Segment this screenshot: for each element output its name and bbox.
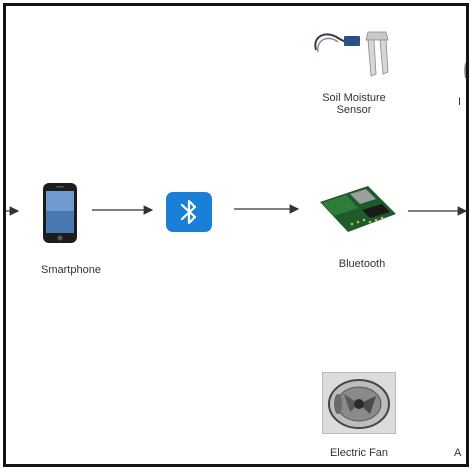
soil-sensor-label: Soil Moisture Sensor (304, 92, 404, 116)
soil-moisture-sensor-icon (314, 31, 389, 77)
soil-sensor-label-line2: Sensor (336, 104, 372, 116)
soil-sensor-label-line1: Soil Moisture (322, 92, 386, 104)
cutoff-bottom-label: A (454, 447, 462, 459)
bluetooth-module-icon (320, 186, 396, 232)
bluetooth-icon (180, 199, 197, 225)
arrows-layer (6, 204, 466, 216)
cutoff-top-label: I (458, 96, 462, 108)
electric-fan-icon (322, 372, 396, 434)
bluetooth-badge (166, 192, 212, 232)
electric-fan-label: Electric Fan (329, 447, 389, 459)
smartphone-icon (43, 183, 77, 243)
cutoff-device-icon (464, 62, 466, 79)
smartphone-label: Smartphone (41, 264, 101, 276)
bluetooth-module-label: Bluetooth (338, 258, 386, 270)
diagram-frame: Smartphone Bluetooth Soil Moisture Senso… (3, 3, 469, 467)
